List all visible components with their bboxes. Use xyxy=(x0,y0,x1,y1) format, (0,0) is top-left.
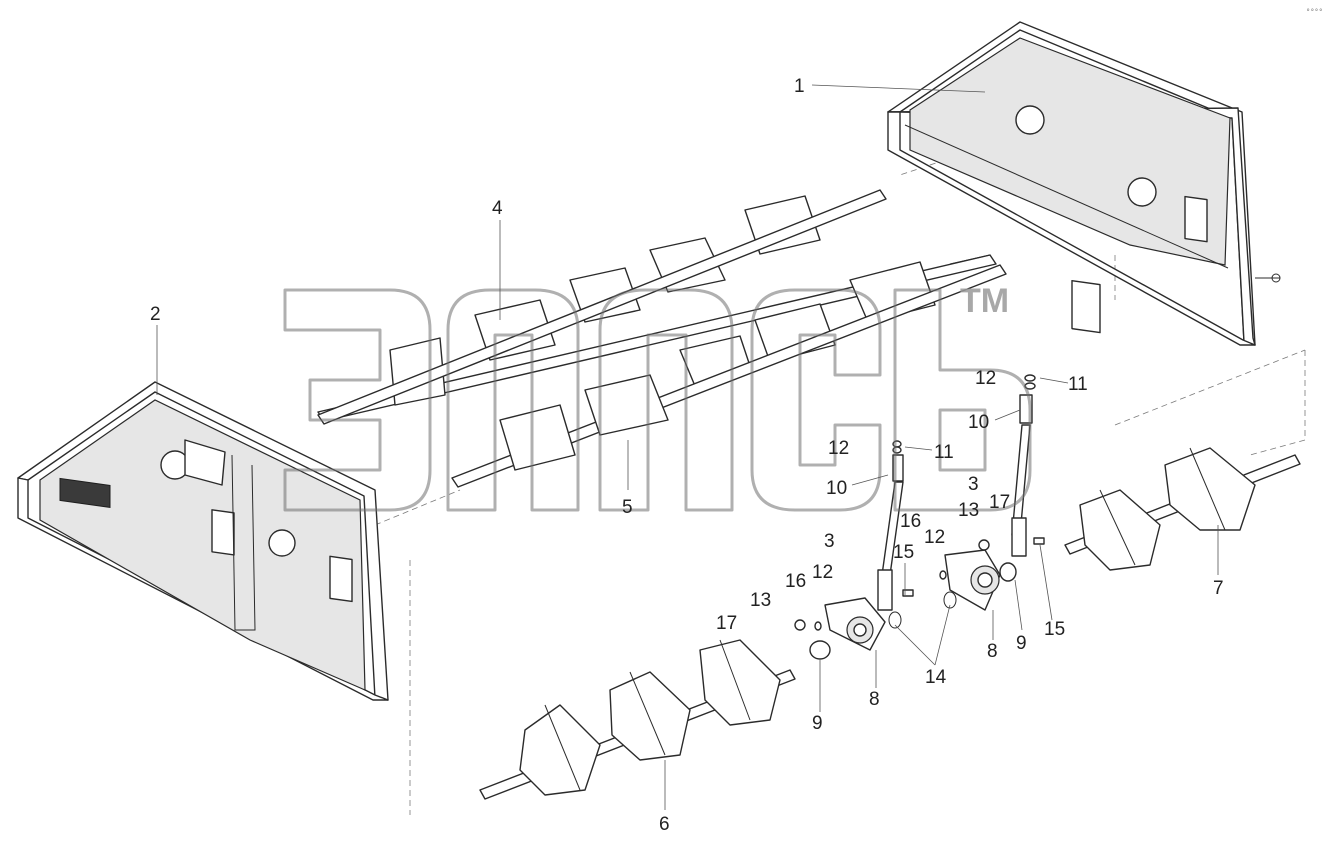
linkage-rod-assembly xyxy=(877,374,1036,611)
callout-8-lower: 8 xyxy=(869,689,880,710)
callout-16-lower: 16 xyxy=(785,571,806,592)
watermark-logo: TM xyxy=(283,282,1032,512)
rotor-shaft-left xyxy=(479,639,796,800)
callout-5: 5 xyxy=(622,497,633,518)
callout-12-a: 12 xyxy=(828,438,849,459)
callout-2: 2 xyxy=(150,304,161,325)
leader-lines xyxy=(156,84,1219,810)
callout-labels: 1 2 4 5 6 7 8 8 9 9 10 10 11 11 12 12 12… xyxy=(150,76,1224,835)
callout-17-lower: 17 xyxy=(716,613,737,634)
flange-bearing-groups xyxy=(794,537,1045,660)
callout-11-upper: 11 xyxy=(1068,374,1088,395)
callout-9-upper: 9 xyxy=(1016,633,1027,654)
callout-15-right: 15 xyxy=(1044,619,1065,640)
blade-shaft-lower xyxy=(317,189,1007,488)
callout-13-lower: 13 xyxy=(750,590,771,611)
watermark-trademark: TM xyxy=(960,282,1009,320)
callout-8-upper: 8 xyxy=(987,641,998,662)
callout-16-upper: 16 xyxy=(900,511,921,532)
callout-10-lower: 10 xyxy=(826,478,847,499)
callout-17-upper: 17 xyxy=(989,492,1010,513)
callout-9-lower: 9 xyxy=(812,713,823,734)
callout-15-left: 15 xyxy=(893,542,914,563)
callout-7: 7 xyxy=(1213,578,1224,599)
callout-14: 14 xyxy=(925,667,947,688)
callout-1: 1 xyxy=(794,76,805,97)
callout-10-upper: 10 xyxy=(968,412,989,433)
callout-3-right: 3 xyxy=(968,474,979,495)
callout-12-c: 12 xyxy=(924,527,945,548)
callout-12-d: 12 xyxy=(812,562,833,583)
callout-4: 4 xyxy=(492,198,503,219)
side-panel-right xyxy=(887,21,1281,346)
callout-13-upper: 13 xyxy=(958,500,979,521)
callout-3-left: 3 xyxy=(824,531,835,552)
side-panel-left xyxy=(17,381,389,701)
corner-mark: °°°° xyxy=(1306,8,1323,16)
callout-11-lower: 11 xyxy=(934,442,954,463)
callout-6: 6 xyxy=(659,814,670,835)
callout-12-b: 12 xyxy=(975,368,996,389)
rotor-shaft-right xyxy=(1064,447,1301,571)
